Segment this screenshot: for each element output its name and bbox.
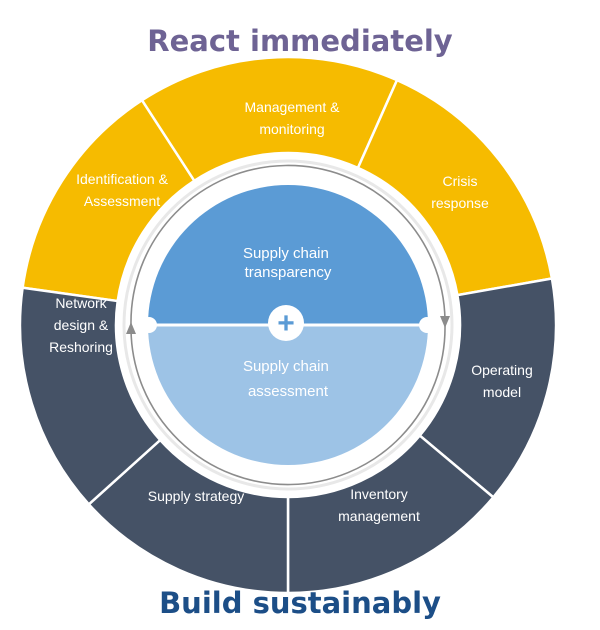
arrow-head-left-icon xyxy=(126,322,136,334)
ring-segment-label-6: Supply strategy xyxy=(148,488,245,504)
center-lower-half xyxy=(148,325,428,465)
center-upper-label: Supply chain transparency xyxy=(243,245,333,281)
center-lower-label: Supply chain assessment xyxy=(243,358,333,400)
arc-end-dot-left xyxy=(141,317,157,333)
center-disc: + Supply chain transparency Supply chain… xyxy=(116,153,460,497)
arc-end-dot-right xyxy=(419,317,435,333)
build-sustainably-heading: Build sustainably xyxy=(159,586,441,620)
ring-segment-label-2: Management &monitoring xyxy=(245,99,341,137)
arrow-head-right-icon xyxy=(440,316,450,328)
ring-segment-label-1: Identification &Assessment xyxy=(76,171,168,209)
react-immediately-heading: React immediately xyxy=(147,24,453,58)
inner-gray-ring xyxy=(122,159,454,491)
cycle-arrow-arc-bottom xyxy=(130,324,446,486)
plus-icon: + xyxy=(277,307,295,340)
cycle-arrow-arc-top xyxy=(130,164,446,326)
ring-segments: Identification &Assessment Management &mo… xyxy=(18,55,558,595)
plus-circle xyxy=(268,305,304,341)
center-upper-half xyxy=(148,185,428,325)
